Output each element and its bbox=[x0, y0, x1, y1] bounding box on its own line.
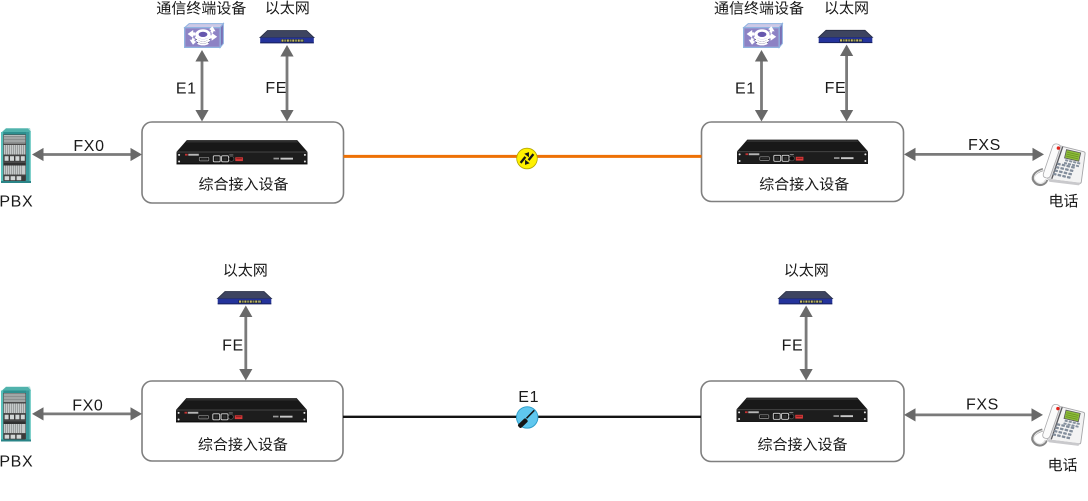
svg-text:FE: FE bbox=[265, 80, 287, 97]
svg-text:PBX: PBX bbox=[0, 193, 33, 210]
svg-text:FXS: FXS bbox=[966, 397, 999, 414]
svg-text:FE: FE bbox=[222, 338, 244, 355]
svg-text:FXS: FXS bbox=[968, 137, 1001, 154]
svg-text:PBX: PBX bbox=[0, 453, 33, 470]
svg-text:FE: FE bbox=[825, 80, 847, 97]
svg-text:E1: E1 bbox=[518, 389, 539, 406]
svg-text:E1: E1 bbox=[735, 80, 756, 97]
svg-text:FE: FE bbox=[782, 338, 804, 355]
svg-text:FX0: FX0 bbox=[73, 138, 104, 155]
svg-text:E1: E1 bbox=[176, 80, 197, 97]
svg-text:FX0: FX0 bbox=[72, 398, 103, 415]
